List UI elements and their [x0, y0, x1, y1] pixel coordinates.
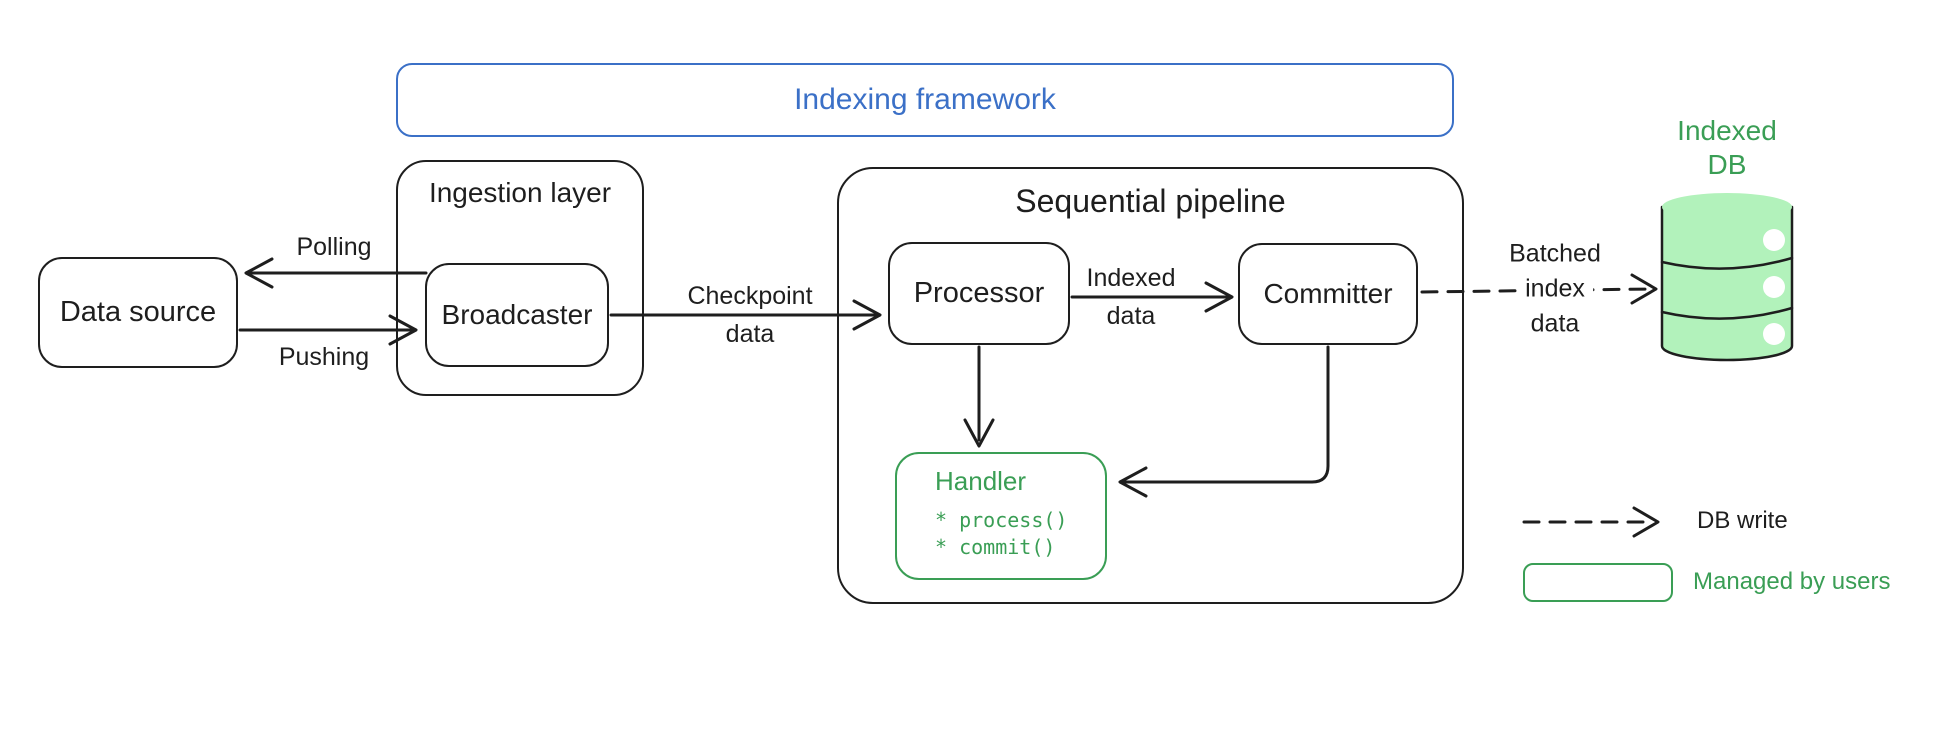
sequential-pipeline-label: Sequential pipeline — [1015, 183, 1286, 219]
indexed-db-line2: DB — [1707, 149, 1747, 180]
checkpoint-data-edge-label: Checkpoint data — [687, 277, 812, 353]
handler-method-process: * process() — [935, 508, 1068, 532]
broadcaster-node: Broadcaster — [425, 263, 609, 367]
indexed-data-edge-label: Indexed data — [1087, 259, 1176, 335]
checkpoint-data-arrow — [609, 299, 882, 331]
legend-managed-label: Managed by users — [1693, 568, 1891, 595]
legend-managed-box-icon — [1523, 563, 1673, 602]
indexing-framework-frame: Indexing framework — [396, 63, 1454, 137]
indexed-db-line1: Indexed — [1677, 115, 1777, 146]
polling-arrow — [244, 257, 428, 289]
legend-dashed-arrow-icon — [1522, 506, 1660, 538]
pushing-edge-label: Pushing — [278, 343, 370, 371]
batched-index-line3: data — [1530, 309, 1580, 338]
processor-to-handler-arrow — [963, 345, 995, 448]
ingestion-layer-group: Ingestion layer — [396, 160, 644, 396]
pushing-arrow — [238, 314, 418, 346]
indexed-data-line2: data — [1106, 302, 1156, 330]
processor-node: Processor — [888, 242, 1070, 345]
indexed-data-line1: Indexed — [1086, 264, 1176, 292]
committer-node: Committer — [1238, 243, 1418, 345]
data-source-label: Data source — [59, 296, 217, 328]
broadcaster-label: Broadcaster — [441, 299, 593, 330]
committer-label: Committer — [1263, 278, 1393, 309]
processor-label: Processor — [913, 277, 1045, 309]
committer-to-handler-arrow — [1118, 345, 1330, 498]
database-cylinder-icon — [1660, 193, 1794, 362]
indexed-data-arrow — [1070, 281, 1234, 313]
handler-node: Handler * process() * commit() — [895, 452, 1107, 580]
handler-label: Handler — [935, 466, 1027, 496]
ingestion-layer-label: Ingestion layer — [428, 177, 612, 208]
checkpoint-data-line2: data — [725, 320, 775, 348]
indexed-db-label: Indexed DB — [1677, 114, 1777, 182]
batched-index-line1: Batched — [1509, 239, 1601, 268]
batched-index-edge-label: Batched index data — [1509, 237, 1601, 342]
sequential-pipeline-group: Sequential pipeline — [837, 167, 1464, 604]
data-source-node: Data source — [38, 257, 238, 368]
batched-index-line2: index — [1517, 273, 1593, 304]
checkpoint-data-line1: Checkpoint — [687, 282, 813, 310]
legend-db-write-label: DB write — [1697, 507, 1788, 534]
handler-method-commit: * commit() — [935, 535, 1056, 559]
indexing-framework-label: Indexing framework — [794, 83, 1056, 116]
polling-edge-label: Polling — [296, 233, 372, 261]
